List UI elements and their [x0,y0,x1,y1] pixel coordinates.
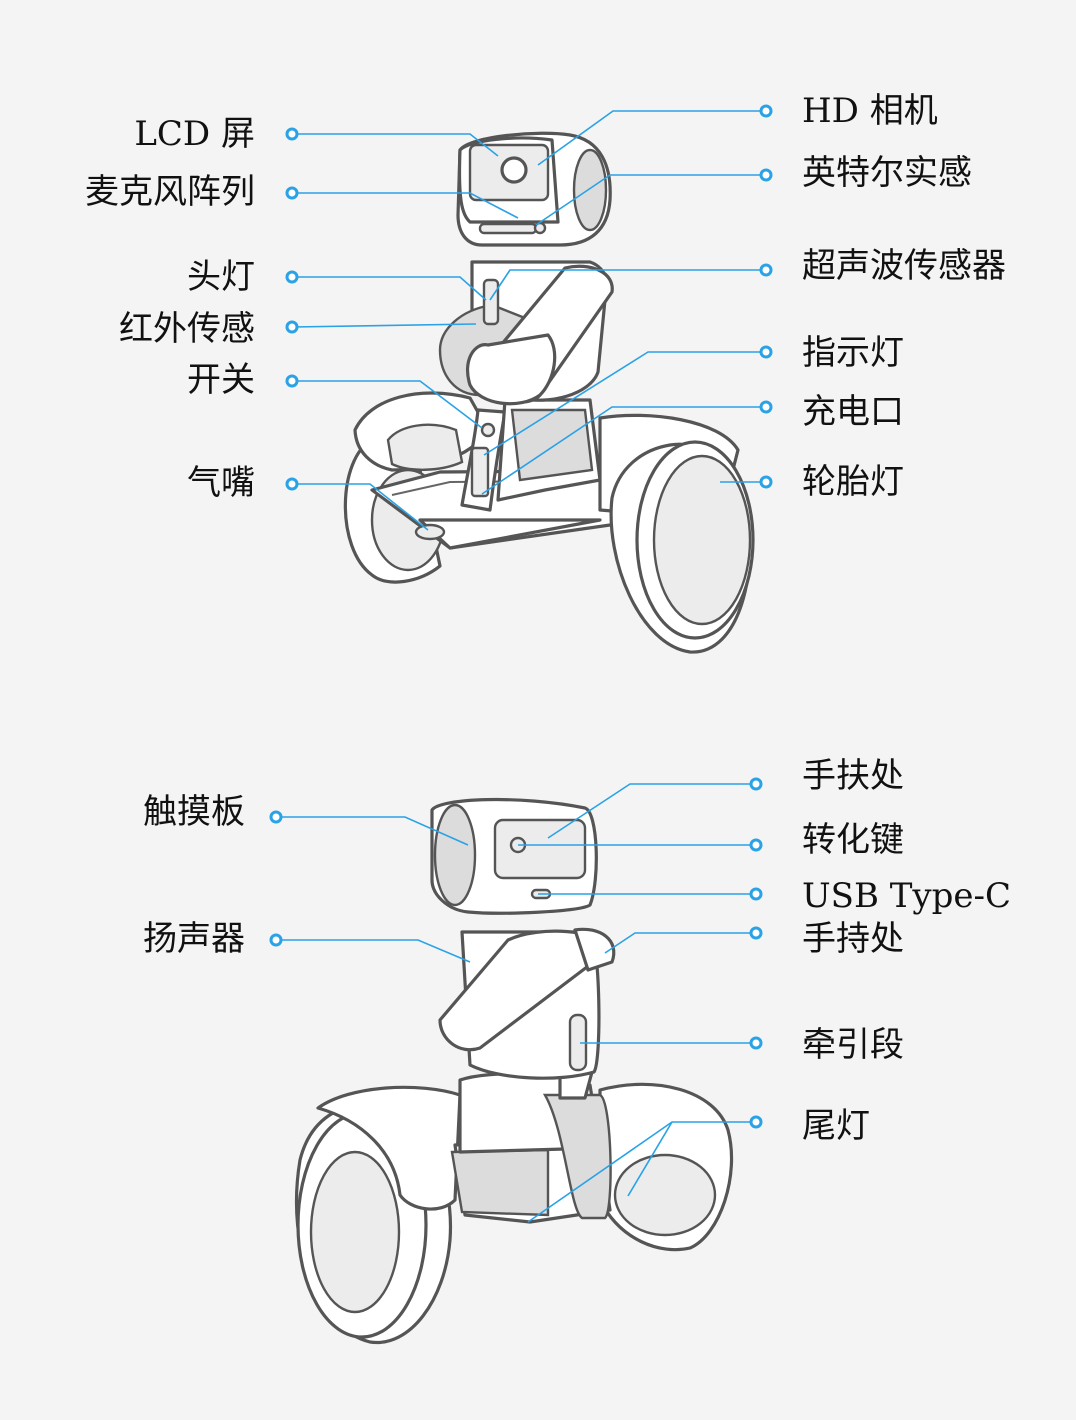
label-handle: 手持处 [802,919,904,959]
label-usb-type-c: USB Type-C [802,876,1011,916]
label-hd-camera: HD 相机 [802,91,938,131]
label-charging-port: 充电口 [802,392,904,432]
label-microphone-array: 麦克风阵列 [85,172,255,212]
label-tail-light: 尾灯 [802,1106,870,1146]
label-touchpad: 触摸板 [143,792,245,832]
label-infrared-sensor: 红外传感 [119,309,255,349]
label-lcd-screen: LCD 屏 [134,114,255,154]
robot-rear-illustration [296,800,731,1343]
label-intel-realsense: 英特尔实感 [802,153,972,193]
label-transform-key: 转化键 [802,820,904,860]
label-indicator-light: 指示灯 [802,333,904,373]
label-headlight: 头灯 [187,257,255,297]
label-towing-section: 牵引段 [802,1025,904,1065]
robot-front-illustration [345,133,753,652]
label-air-valve: 气嘴 [187,463,255,503]
label-handrest: 手扶处 [802,756,904,796]
label-tire-light: 轮胎灯 [802,462,904,502]
label-power-switch: 开关 [187,360,255,400]
label-speaker: 扬声器 [143,919,245,959]
label-ultrasonic-sensor: 超声波传感器 [802,246,1006,286]
